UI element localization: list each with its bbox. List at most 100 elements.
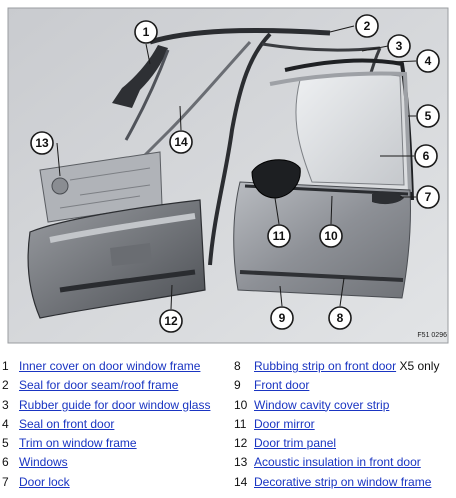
leader-1 <box>145 43 151 65</box>
callout-13-label: 13 <box>35 136 49 150</box>
legend-item: 3 Rubber guide for door window glass <box>2 396 228 415</box>
legend-item-number: 8 <box>234 359 241 373</box>
legend-item: 2 Seal for door seam/roof frame <box>2 376 228 395</box>
legend-item-number: 10 <box>234 397 248 412</box>
legend-item: 6 Windows <box>2 453 228 472</box>
door-mirror-part <box>251 159 301 199</box>
leader-13 <box>56 142 61 177</box>
rubbing-strip-part <box>239 270 404 282</box>
callout-7: 7 <box>416 185 440 209</box>
callout-13: 13 <box>30 131 54 155</box>
callout-12-label: 12 <box>164 314 178 328</box>
leader-8 <box>339 277 345 307</box>
callout-12: 12 <box>159 309 183 333</box>
leader-12 <box>170 284 173 310</box>
legend-link-cavity-cover-strip[interactable]: Window cavity cover strip <box>254 397 390 412</box>
callout-1: 1 <box>134 20 158 44</box>
trim-panel-pocket-part <box>59 269 196 293</box>
legend-item-number: 2 <box>2 378 9 393</box>
legend-link-door-lock[interactable]: Door lock <box>19 474 70 489</box>
legend-item: 1 Inner cover on door window frame <box>2 357 228 376</box>
leader-14 <box>179 105 182 131</box>
legend-item: 10 Window cavity cover strip <box>234 396 456 415</box>
legend-item: 14 Decorative strip on window frame <box>234 473 456 492</box>
seal-roof-frame-part <box>149 27 331 45</box>
legend-item-number: 6 <box>2 455 9 470</box>
trim-panel-armrest-part <box>49 213 196 243</box>
callout-9: 9 <box>270 306 294 330</box>
legend-column-right: 8 Rubbing strip on front door X5 only 9 Fr… <box>234 357 456 492</box>
legend-link-window-frame-trim[interactable]: Trim on window frame <box>19 436 137 451</box>
legend-link-rubber-guide[interactable]: Rubber guide for door window glass <box>19 397 211 412</box>
callout-8: 8 <box>328 306 352 330</box>
callout-2-label: 2 <box>364 19 371 33</box>
callout-4-label: 4 <box>425 54 432 68</box>
decorative-strip-2-part <box>138 40 252 162</box>
inner-cover-part <box>112 45 168 108</box>
leader-10 <box>330 195 333 225</box>
callout-14-label: 14 <box>174 135 188 149</box>
insulation-speaker-part <box>51 177 69 195</box>
callout-2: 2 <box>355 14 379 38</box>
window-glass-part <box>295 73 405 186</box>
callout-4: 4 <box>416 49 440 73</box>
leader-11 <box>274 197 280 225</box>
legend-link-inner-cover[interactable]: Inner cover on door window frame <box>19 359 201 373</box>
callout-10: 10 <box>319 224 343 248</box>
legend-link-seal-roof-frame[interactable]: Seal for door seam/roof frame <box>19 378 179 393</box>
window-frame-trim-part <box>269 71 412 193</box>
callout-8-label: 8 <box>337 311 344 325</box>
decorative-strip-part <box>124 49 170 141</box>
legend-item-number: 7 <box>2 474 9 489</box>
door-lock-part <box>372 191 404 205</box>
trim-panel-switch-part <box>110 243 152 266</box>
figure-code: F51 0296 <box>417 332 447 339</box>
legend-item-number: 1 <box>2 359 9 373</box>
callout-3-label: 3 <box>396 39 403 53</box>
legend-link-windows[interactable]: Windows <box>19 455 68 470</box>
callout-10-label: 10 <box>324 229 338 243</box>
callout-1-label: 1 <box>143 25 150 39</box>
legend-item-number: 12 <box>234 436 248 451</box>
callout-5: 5 <box>416 104 440 128</box>
callout-14: 14 <box>169 130 193 154</box>
insulation-detail-part <box>59 167 151 209</box>
callout-7-label: 7 <box>425 190 432 204</box>
legend-item-number: 13 <box>234 455 248 470</box>
legend-item-number: 3 <box>2 397 9 412</box>
callout-3: 3 <box>387 34 411 58</box>
seal-roof-frame-side-part <box>208 32 272 266</box>
legend-item-number: 11 <box>234 416 247 431</box>
legend-item-note: X5 only <box>399 359 440 373</box>
leader-2 <box>329 25 355 33</box>
legend-link-acoustic-insulation[interactable]: Acoustic insulation in front door <box>254 455 421 470</box>
callout-6: 6 <box>414 144 438 168</box>
legend-item: 4 Seal on front door <box>2 415 228 434</box>
callout-9-label: 9 <box>279 311 286 325</box>
legend-link-door-mirror[interactable]: Door mirror <box>254 416 315 431</box>
callout-11: 11 <box>267 224 291 248</box>
leader-3 <box>361 45 389 52</box>
legend-link-decorative-strip[interactable]: Decorative strip on window frame <box>254 474 432 489</box>
legend-item-number: 4 <box>2 416 9 431</box>
legend-item: 13 Acoustic insulation in front door <box>234 453 456 472</box>
legend-link-door-seal[interactable]: Seal on front door <box>19 416 115 431</box>
callout-6-label: 6 <box>423 149 430 163</box>
callout-5-label: 5 <box>425 109 432 123</box>
legend-item: 8 Rubbing strip on front door X5 only <box>234 357 456 376</box>
legend-item: 11 Door mirror <box>234 415 456 434</box>
legend-link-door-trim-panel[interactable]: Door trim panel <box>254 436 337 451</box>
legend-link-rubbing-strip[interactable]: Rubbing strip on front door <box>254 359 397 373</box>
legend-item: 12 Door trim panel <box>234 434 456 453</box>
legend-link-front-door[interactable]: Front door <box>254 378 310 393</box>
legend-item-number: 9 <box>234 378 241 393</box>
callout-11-label: 11 <box>273 229 286 243</box>
leader-4 <box>391 60 417 63</box>
rubber-guide-part <box>261 42 381 52</box>
exploded-door-diagram: 1 2 3 4 5 6 7 8 9 10 11 12 13 14 F51 029… <box>7 7 449 344</box>
legend-item-number: 14 <box>234 474 248 489</box>
legend-item: 9 Front door <box>234 376 456 395</box>
leader-9 <box>279 285 283 307</box>
